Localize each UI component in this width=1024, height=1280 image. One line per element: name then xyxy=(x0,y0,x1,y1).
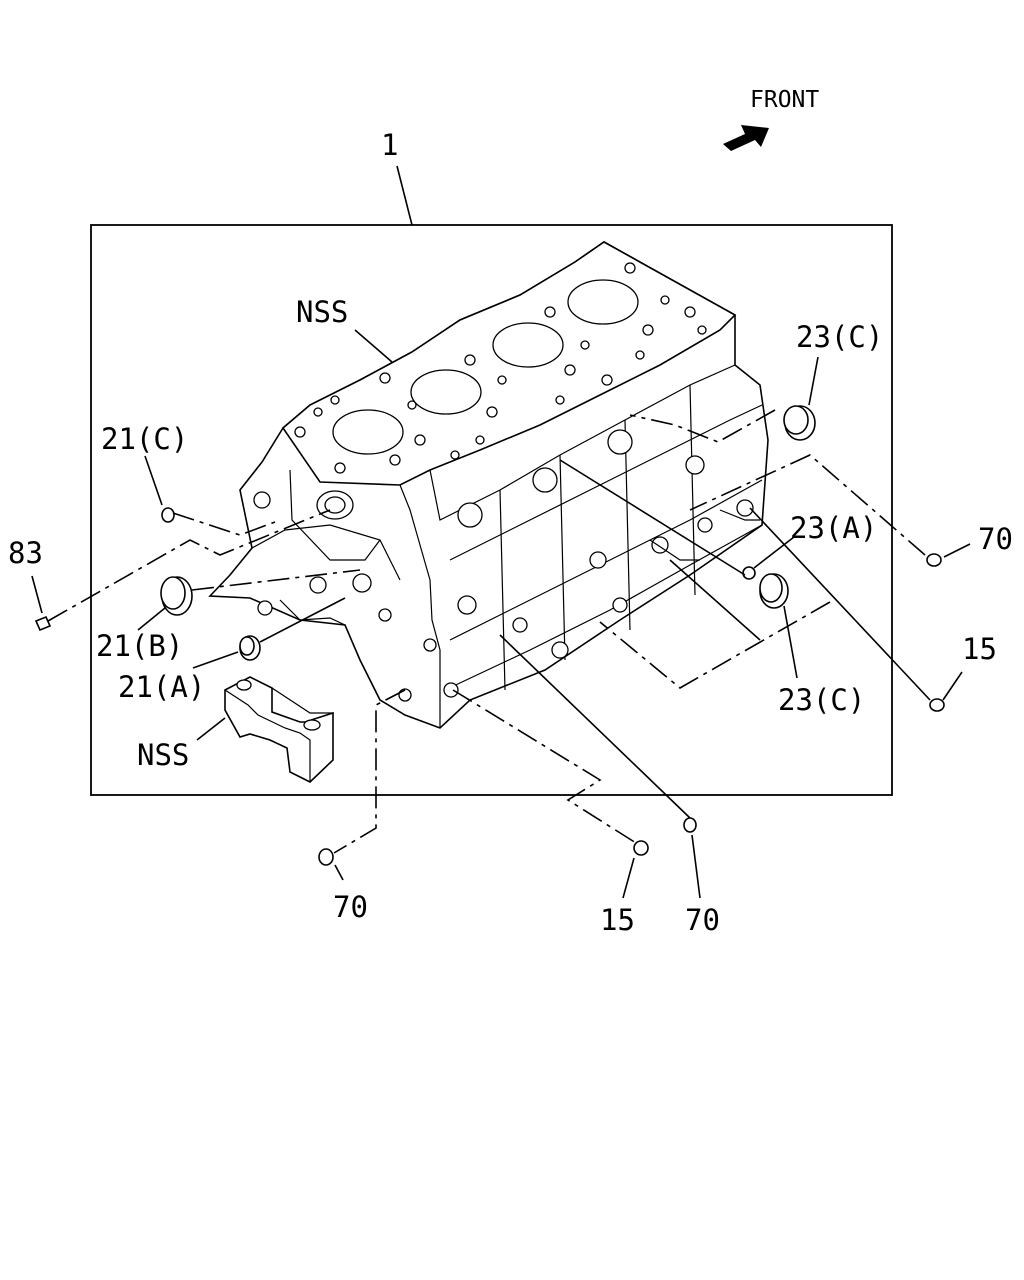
p70-bottom-left-line xyxy=(333,689,406,854)
p23c-bottom-leader xyxy=(783,605,798,679)
front-label: FRONT xyxy=(750,87,819,113)
p21b-centerline xyxy=(191,569,361,591)
p21c-leader xyxy=(144,455,163,506)
part-21a-plug xyxy=(239,635,261,661)
p83-label: 83 xyxy=(8,536,43,570)
p70-bottom-left-leader xyxy=(334,864,344,881)
p23a-leader xyxy=(753,536,795,569)
cylinder-bore-3 xyxy=(492,322,564,368)
cylinder-block xyxy=(208,241,769,729)
p23a-line xyxy=(559,459,746,576)
part-15-bottom-plug xyxy=(633,840,649,856)
part-70-right-plug xyxy=(926,553,942,567)
p23c-bottom-label: 23(C) xyxy=(778,683,865,717)
p70-right-leader xyxy=(943,543,971,558)
p70-bottom-right-leader xyxy=(691,834,701,899)
p83-leader xyxy=(31,575,43,614)
p21a-label: 21(A) xyxy=(118,670,205,704)
nss-bottom-label: NSS xyxy=(137,738,189,772)
part-21b-cup-plug xyxy=(160,576,193,616)
p15-right-leader xyxy=(942,671,963,701)
p70-right-centerline xyxy=(689,454,926,556)
p15-right-line xyxy=(749,507,931,701)
p15-right-label: 15 xyxy=(962,632,997,666)
p21c-label: 21(C) xyxy=(101,422,188,456)
part-23a-plug xyxy=(742,566,756,580)
p23c-bottom-centerline xyxy=(599,601,831,689)
nss-top-leader xyxy=(354,329,393,363)
p70-bottom-right-label: 70 xyxy=(685,903,720,937)
nss-bottom-leader xyxy=(196,717,226,741)
front-arrow-icon xyxy=(723,125,769,151)
p21b-label: 21(B) xyxy=(96,629,183,663)
part-83-pin xyxy=(34,615,52,632)
part-1-leader xyxy=(396,165,413,226)
p23c-top-label: 23(C) xyxy=(796,320,883,354)
part-15-right-plug xyxy=(929,698,945,712)
cylinder-bore-2 xyxy=(410,369,482,415)
assembly-frame xyxy=(90,224,893,796)
p23a-label: 23(A) xyxy=(790,511,877,545)
part-23c-top-plug xyxy=(783,405,816,441)
p23c-top-centerline xyxy=(629,409,776,443)
p15-bottom-label: 15 xyxy=(600,903,635,937)
p23c-top-leader xyxy=(808,356,819,406)
p23c-bottom-line xyxy=(669,559,761,641)
part-70-bottom-right-plug xyxy=(683,817,697,833)
bearing-cap xyxy=(224,676,334,783)
part-70-bottom-left-plug xyxy=(318,848,334,866)
p70-bottom-right-line xyxy=(499,634,691,819)
part-1-label: 1 xyxy=(381,128,398,162)
p21a-leader xyxy=(192,651,239,669)
cylinder-bore-1 xyxy=(332,409,404,455)
p70-bottom-left-label: 70 xyxy=(333,890,368,924)
p70-right-label: 70 xyxy=(978,522,1013,556)
part-23c-bottom-plug xyxy=(759,573,789,609)
part-21c-plug xyxy=(161,507,175,523)
p15-bottom-leader xyxy=(622,857,635,899)
p83-centerline xyxy=(47,509,331,622)
cylinder-bore-4 xyxy=(567,279,639,325)
deck-holes xyxy=(294,262,707,474)
p21c-centerline xyxy=(172,512,276,536)
p21b-leader xyxy=(137,607,166,631)
p21a-line xyxy=(259,597,346,643)
p15-bottom-line xyxy=(452,689,637,844)
nss-top-label: NSS xyxy=(296,295,348,329)
